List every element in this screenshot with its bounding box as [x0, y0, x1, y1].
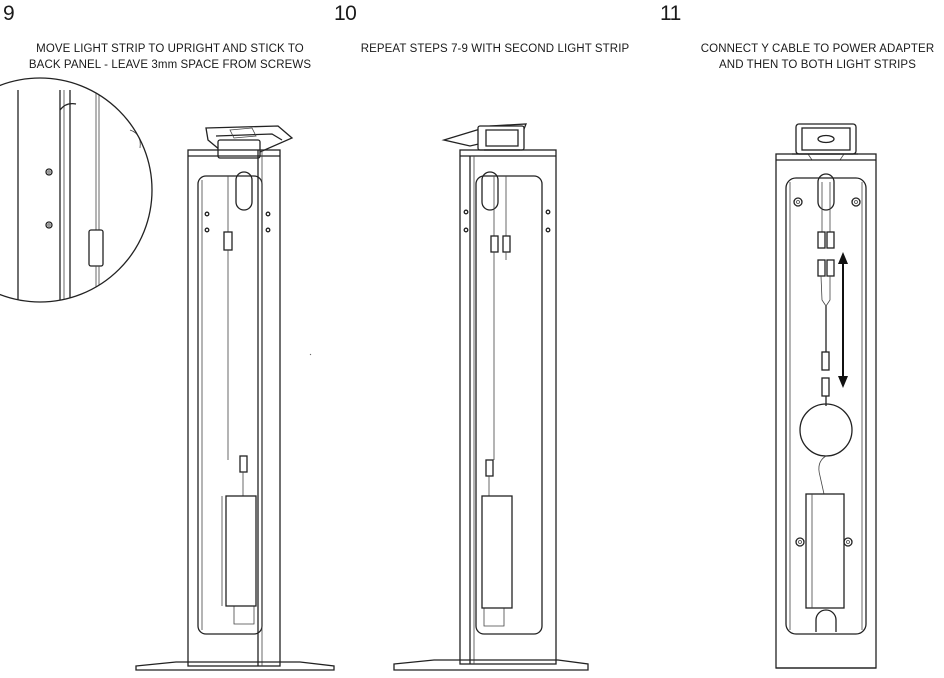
- step-9-caption: MOVE LIGHT STRIP TO UPRIGHT AND STICK TO…: [20, 41, 320, 73]
- step-11-illustration: [775, 123, 877, 669]
- step-11-caption-line2: AND THEN TO BOTH LIGHT STRIPS: [719, 59, 916, 71]
- step-10-number: 10: [334, 2, 357, 25]
- step-9-caption-line1: MOVE LIGHT STRIP TO UPRIGHT AND STICK TO: [36, 43, 304, 55]
- detail-zoom-circle: [0, 77, 153, 303]
- step-11-caption-line1: CONNECT Y CABLE TO POWER ADAPTER: [700, 43, 935, 55]
- step-9-number: 9: [3, 2, 15, 25]
- step-10-caption-line1: REPEAT STEPS 7-9 WITH SECOND LIGHT STRIP: [360, 43, 630, 55]
- step-10-illustration: [393, 123, 589, 671]
- step-10-caption: REPEAT STEPS 7-9 WITH SECOND LIGHT STRIP: [350, 41, 640, 57]
- cable-loop: [799, 403, 853, 457]
- double-arrow-icon: [838, 252, 848, 388]
- step-11-caption: CONNECT Y CABLE TO POWER ADAPTER AND THE…: [695, 41, 940, 73]
- step-9-illustration: [0, 77, 335, 671]
- step-11-number: 11: [660, 2, 681, 25]
- step-9-caption-line2: BACK PANEL - LEAVE 3mm SPACE FROM SCREWS: [28, 59, 312, 71]
